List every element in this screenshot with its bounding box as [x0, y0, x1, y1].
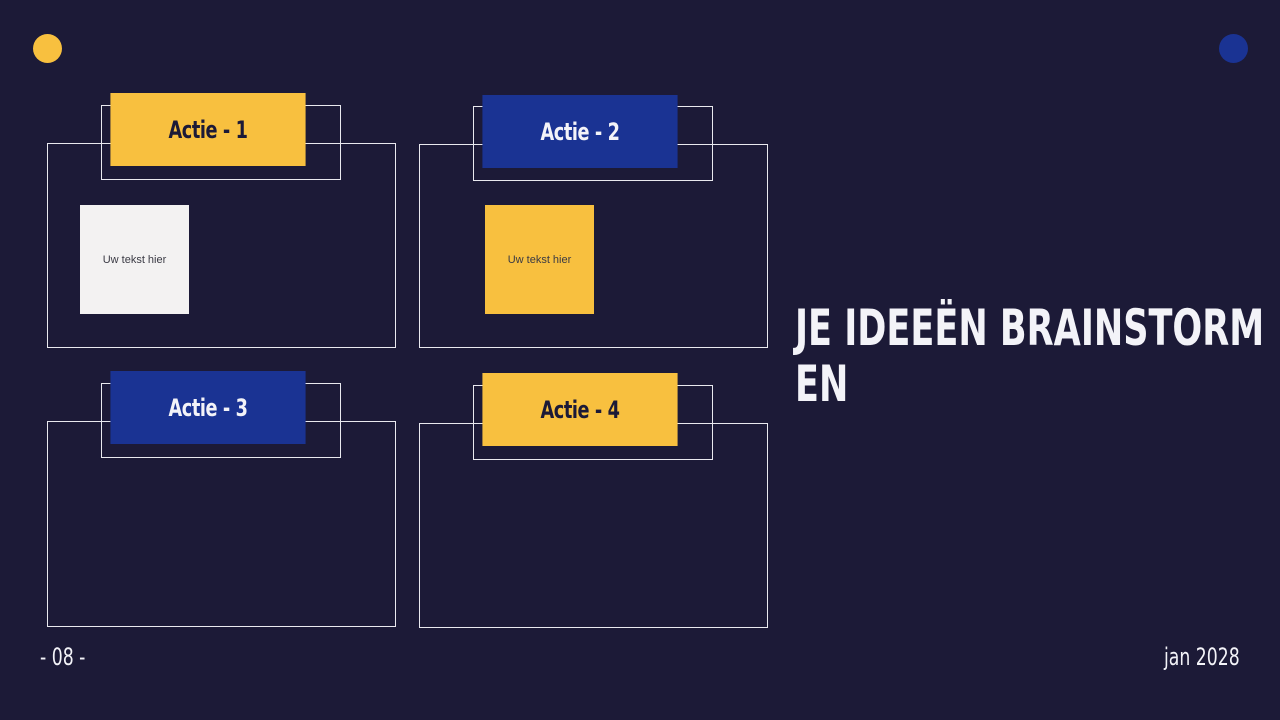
- page-number: - 08 -: [40, 643, 86, 671]
- yellow-dot-decoration: [33, 34, 62, 63]
- blue-dot-decoration: [1219, 34, 1248, 63]
- sticky-note-text: Uw tekst hier: [507, 253, 572, 266]
- card-3-tag[interactable]: Actie - 3: [110, 371, 306, 444]
- headline-line-1: JE IDEEËN BRAINSTORM: [795, 299, 1265, 357]
- card-1-sticky-note[interactable]: Uw tekst hier: [80, 205, 189, 314]
- sticky-note-text: Uw tekst hier: [102, 253, 167, 266]
- headline-line-2: EN: [795, 355, 849, 413]
- card-4-tag[interactable]: Actie - 4: [482, 373, 678, 446]
- card-2-tag[interactable]: Actie - 2: [482, 95, 678, 168]
- slide-headline: JE IDEEËN BRAINSTORM EN: [795, 299, 1265, 413]
- card-2-sticky-note[interactable]: Uw tekst hier: [485, 205, 594, 314]
- slide-date: jan 2028: [1164, 643, 1240, 671]
- card-1-tag[interactable]: Actie - 1: [110, 93, 306, 166]
